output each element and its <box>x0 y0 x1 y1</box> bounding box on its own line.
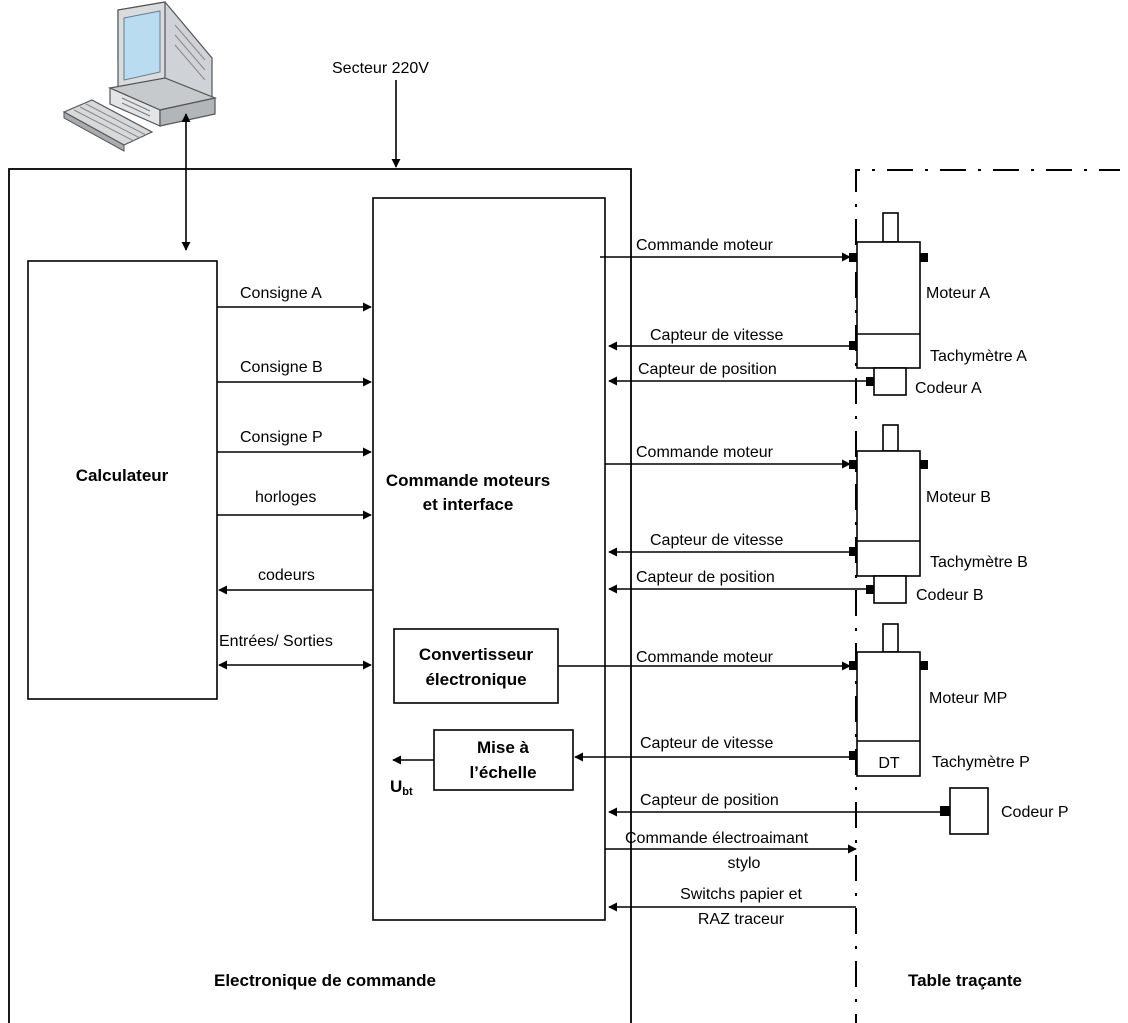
switchs-label-1: Switchs papier et <box>680 886 802 903</box>
horloges-label: horloges <box>255 489 316 506</box>
cmd-moteur-b-label: Commande moteur <box>636 444 774 461</box>
tachy-b-label: Tachymètre B <box>930 554 1028 571</box>
ubt-label: Ubt <box>390 777 413 798</box>
capt-vitesse-p-label: Capteur de vitesse <box>640 735 774 752</box>
codeur-p <box>940 787 989 835</box>
dt-label: DT <box>878 755 900 772</box>
electronics-enclosure <box>8 168 632 1023</box>
electronique-region-label: Electronique de commande <box>214 971 436 990</box>
cmd-moteur-p-label: Commande moteur <box>636 649 774 666</box>
mise-echelle-label-2: l’échelle <box>469 763 536 782</box>
convertisseur-block <box>393 628 559 704</box>
consigne-a-label: Consigne A <box>240 285 322 302</box>
mise-echelle-label-1: Mise à <box>477 738 530 757</box>
consigne-p-label: Consigne P <box>240 429 323 446</box>
left-signals: Consigne A Consigne B Consigne P horloge… <box>217 285 373 670</box>
calculateur-block <box>27 260 218 700</box>
electroaimant-label-1: Commande électroaimant <box>625 830 809 847</box>
commande-block <box>372 197 606 921</box>
commande-label-2: et interface <box>423 495 514 514</box>
tachy-a-label: Tachymètre A <box>930 348 1027 365</box>
consigne-b-label: Consigne B <box>240 359 323 376</box>
moteur-b-label: Moteur B <box>926 489 991 506</box>
codeurs-label: codeurs <box>258 567 315 584</box>
calculateur-label: Calculateur <box>76 466 169 485</box>
codeur-p-label: Codeur P <box>1001 804 1069 821</box>
capt-vitesse-b-label: Capteur de vitesse <box>650 532 784 549</box>
mains-label: Secteur 220V <box>332 60 429 77</box>
convertisseur-label-2: électronique <box>425 670 526 689</box>
convertisseur-label-1: Convertisseur <box>419 645 534 664</box>
capt-position-b-label: Capteur de position <box>636 569 775 586</box>
codeur-a-label: Codeur A <box>915 380 982 397</box>
table-boundary <box>855 169 1120 1023</box>
moteur-a-label: Moteur A <box>926 285 990 302</box>
motor-a <box>849 212 928 396</box>
switchs-label-2: RAZ traceur <box>698 911 785 928</box>
capt-position-p-label: Capteur de position <box>640 792 779 809</box>
entrees-sorties-label: Entrées/ Sorties <box>219 633 333 650</box>
commande-label-1: Commande moteurs <box>386 471 550 490</box>
computer-icon <box>62 1 218 152</box>
motor-mp <box>849 623 928 777</box>
right-signals: Commande moteur Capteur de vitesse Capte… <box>558 237 940 928</box>
table-region-label: Table traçante <box>908 971 1022 990</box>
tachy-p-label: Tachymètre P <box>932 754 1030 771</box>
capt-position-a-label: Capteur de position <box>638 361 777 378</box>
moteur-mp-label: Moteur MP <box>929 690 1007 707</box>
codeur-b-label: Codeur B <box>916 587 984 604</box>
capt-vitesse-a-label: Capteur de vitesse <box>650 327 784 344</box>
motor-b <box>849 424 928 604</box>
electroaimant-label-2: stylo <box>728 855 761 872</box>
cmd-moteur-a-label: Commande moteur <box>636 237 774 254</box>
